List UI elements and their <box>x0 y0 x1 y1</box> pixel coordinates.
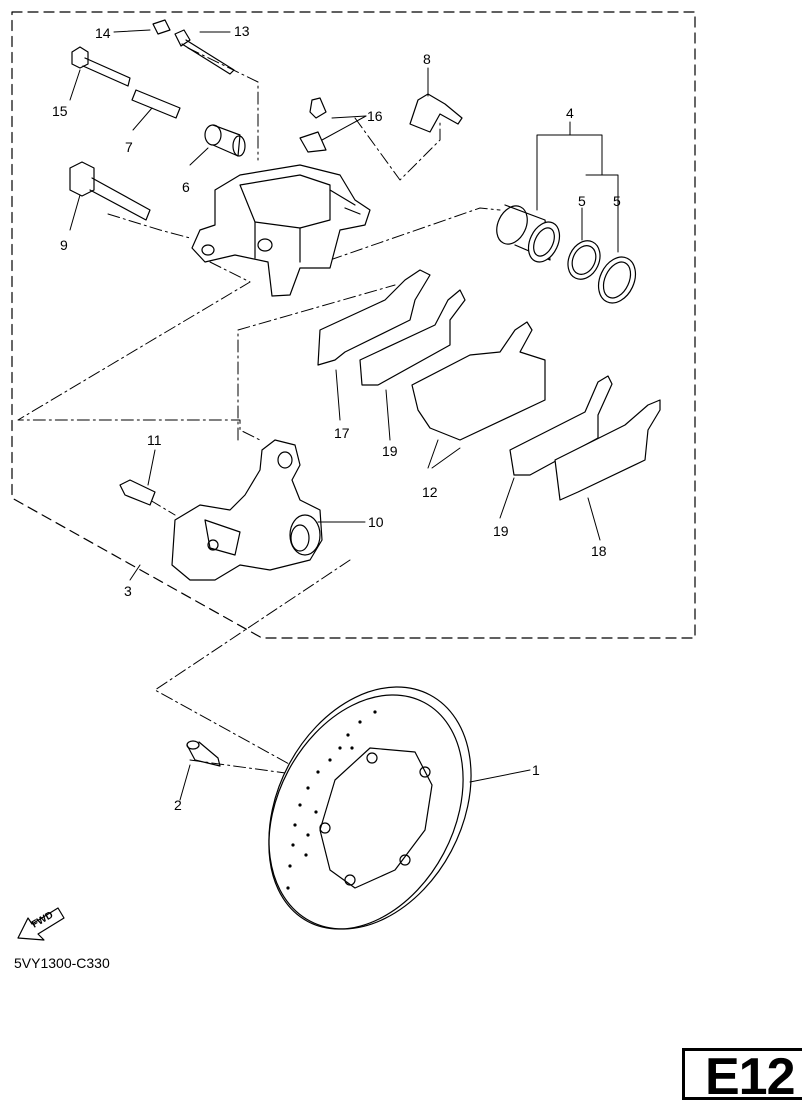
callout-labels: 1 2 3 4 5 5 6 7 8 9 10 11 12 13 14 15 16… <box>52 23 621 813</box>
assembly-boundary <box>11 11 696 639</box>
bolt-15 <box>71 46 131 87</box>
bolt-9 <box>69 161 151 221</box>
brake-pad-12 <box>411 321 546 441</box>
pad-backing-19a <box>359 289 466 386</box>
callout-12: 12 <box>422 484 438 500</box>
bushing-6 <box>204 124 246 157</box>
callout-5a: 5 <box>578 193 586 209</box>
callout-11: 11 <box>147 432 162 448</box>
callout-8: 8 <box>423 51 431 67</box>
callout-19a: 19 <box>382 443 398 459</box>
piston-seal-b <box>597 256 637 304</box>
fwd-arrow-icon <box>17 907 65 941</box>
callout-5b: 5 <box>613 193 621 209</box>
caliper-body <box>191 164 371 297</box>
section-tab: E12 <box>682 1048 802 1106</box>
disc-bolt <box>186 740 221 767</box>
callout-14: 14 <box>95 25 111 41</box>
shim-18 <box>554 399 661 501</box>
callout-9: 9 <box>60 237 68 253</box>
bleed-screw <box>299 97 327 153</box>
callout-17: 17 <box>334 425 350 441</box>
callout-7: 7 <box>125 139 133 155</box>
callout-4: 4 <box>566 105 574 121</box>
brake-disc <box>268 686 472 930</box>
callout-19b: 19 <box>493 523 509 539</box>
pointer-lines <box>69 29 619 801</box>
shim-17 <box>317 269 431 366</box>
cap-14 <box>152 19 171 35</box>
piston <box>496 204 561 263</box>
section-tab-label: E12 <box>705 1048 796 1106</box>
disc-vent-holes <box>286 710 377 890</box>
bolt-13 <box>174 29 235 75</box>
callout-1: 1 <box>532 762 540 778</box>
parts-diagram: FWD 1 2 3 4 5 5 6 7 8 9 10 11 12 13 14 1… <box>11 11 696 971</box>
piston-seal-a <box>567 240 601 280</box>
callout-18: 18 <box>591 543 607 559</box>
callout-2: 2 <box>174 797 182 813</box>
callout-10: 10 <box>368 514 384 530</box>
leader-lines <box>17 47 501 776</box>
pad-spring <box>409 93 463 133</box>
pin-11 <box>119 479 156 506</box>
callout-13: 13 <box>234 23 250 39</box>
callout-16: 16 <box>367 108 383 124</box>
pad-backing-19b <box>509 375 613 476</box>
caliper-bracket <box>171 439 323 581</box>
pin-7 <box>131 89 181 119</box>
callout-3: 3 <box>124 583 132 599</box>
diagram-code: 5VY1300-C330 <box>14 955 110 971</box>
callout-15: 15 <box>52 103 68 119</box>
callout-6: 6 <box>182 179 190 195</box>
